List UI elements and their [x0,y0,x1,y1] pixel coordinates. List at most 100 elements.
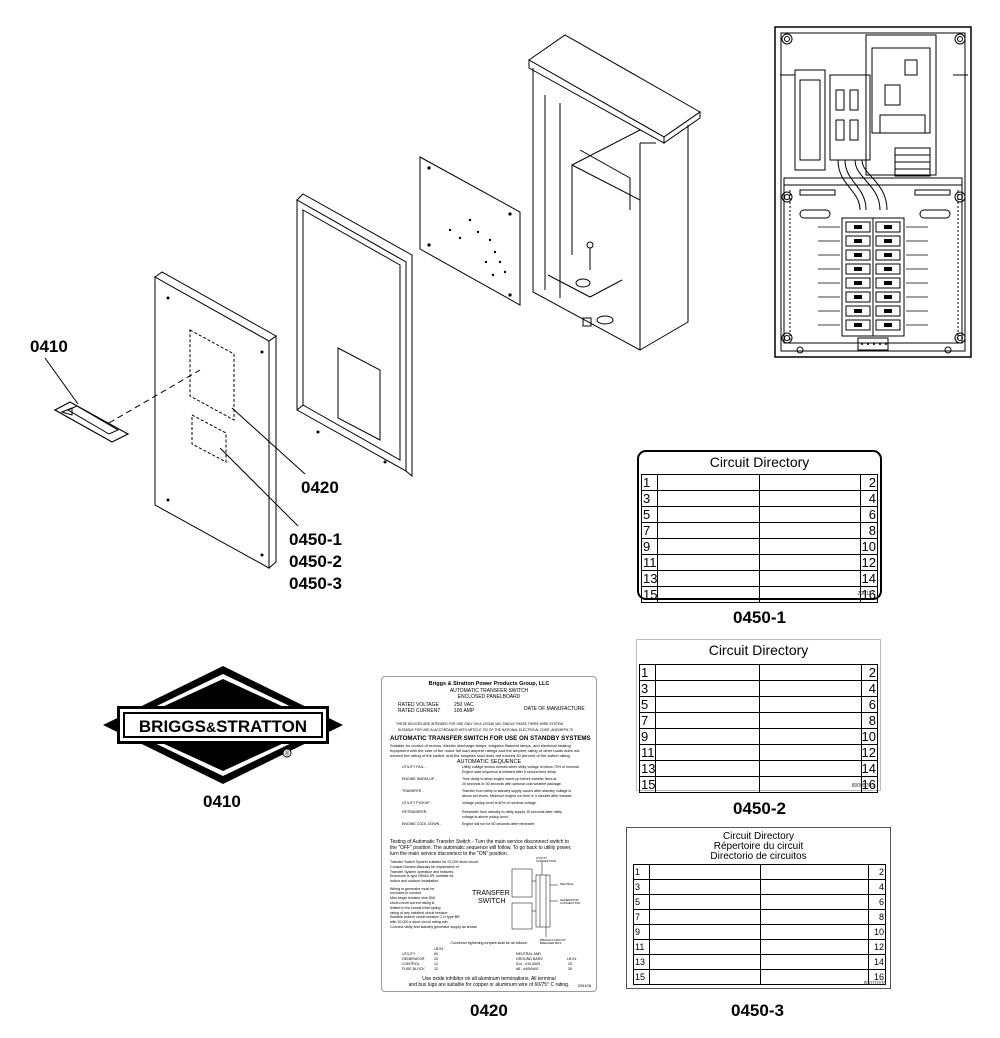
circuit-number-right: 10 [860,538,878,555]
circuit-number-right: 12 [860,554,878,571]
sequence-step-desc: Time delay to allow engine warm-up befor… [462,777,557,781]
registered-mark: ® [285,751,290,758]
circuit-desc-right [759,712,862,729]
circuit-desc-left [655,760,761,777]
circuit-desc-left [655,728,761,745]
logo-text-left: BRIGGS [139,717,206,736]
directory-title: Circuit Directory [708,642,809,658]
circuit-number-left: 15 [633,969,650,985]
circuit-number-right: 6 [868,894,886,910]
back-plate [419,156,521,306]
circuit-number-right: 12 [868,939,886,955]
circuit-number-right: 6 [860,696,879,713]
breaker-handle [854,309,862,313]
installation-note: Wiring to generator must be [390,886,435,891]
circuit-desc-right [758,522,862,539]
circuit-number-left: 9 [640,538,659,555]
circuit-number-right: 10 [868,924,886,940]
circuit-number-left: 3 [640,490,659,507]
torque-item: #14 - #10 AWG [516,962,541,966]
circuit-number-left: 1 [638,664,657,681]
circuit-number-left: 5 [638,696,657,713]
transfer-switch-label-1: TRANSFER [472,890,510,897]
circuit-number-left: 11 [638,744,657,761]
circuit-number-left: 15 [640,586,659,603]
callout-0420: 0420 [301,478,339,497]
testing-2: the "OFF" position. The automatic sequen… [390,845,572,851]
label-part-number: 205108 [577,983,591,988]
circuit-number-left: 5 [640,506,659,523]
installation-note: Enclosure is type NEMA 3R, suitable for [390,874,454,879]
circuit-desc-left [657,554,760,571]
circuit-number-left: 3 [633,879,650,895]
part-number: 80010108 [863,981,886,987]
rated-voltage-label: RATED VOLTAGE [398,702,439,708]
circuit-number-left: 1 [640,474,659,491]
callout-0410: 0410 [30,337,68,356]
circuit-number-right: 2 [860,474,878,491]
circuit-desc-left [648,924,762,940]
directory-title-es: Directorio de circuitos [710,851,807,862]
circuit-number-left: 3 [638,680,657,697]
breaker-handle [884,281,892,285]
breaker-handle [884,225,892,229]
sequence-step-key: TRANSFER - [402,789,424,793]
circuit-desc-left [657,506,760,523]
circuit-number-left: 15 [638,776,657,793]
circuit-desc-right [760,924,870,940]
circuit-number-right: 10 [860,728,879,745]
diagram-neutral: NEUTRAL [560,882,575,886]
installation-note: Transfer System operation and features. [390,869,455,874]
sequence-step-desc: Transfer from utility to standby supply … [462,789,572,793]
svg-text:BRIGGS&STRATTON: BRIGGS&STRATTON [139,717,307,736]
suitable-1: Suitable for control of motors, electric… [390,743,571,748]
breaker-handle [884,253,892,257]
circuit-number-right: 16 [868,969,886,985]
logo-ampersand: & [206,719,216,735]
sequence-step-key: ENGINE COOL DOWN - [402,822,442,826]
dead-front-frame [296,193,413,478]
breaker-handle [884,295,892,299]
circuit-desc-left [648,954,762,970]
caption-0450-3: 0450-3 [731,1001,784,1020]
circuit-number-right: 14 [860,760,879,777]
torque-value: 20 [434,957,438,961]
circuit-number-left: 11 [640,554,659,571]
torque-value: 60 [434,952,438,956]
caption-0450-1: 0450-1 [733,608,786,627]
enclosure-box [528,34,701,351]
torque-value: 12 [434,962,438,966]
front-cover [154,271,277,570]
breaker-handle [884,267,892,271]
sequence-step-desc: Engine will run for 60 seconds after ret… [462,822,536,826]
notice-1: THESE DEVICES ARE INTENDED FOR USE ONLY … [396,722,564,726]
breaker-handle [884,323,892,327]
date-of-manufacture: DATE OF MANUFACTURE [524,706,585,712]
sequence-step-key: UTILITY FAIL - [402,765,426,769]
circuit-desc-right [759,776,862,793]
circuit-desc-left [655,712,761,729]
callout-0450-3: 0450-3 [289,574,342,593]
sequence-step-key: UTILITY PICKUP - [402,801,432,805]
breaker-handle [854,253,862,257]
circuit-desc-right [758,586,862,603]
directory-title-en: Circuit Directory [722,831,795,842]
circuit-desc-left [648,879,762,895]
circuit-desc-left [648,894,762,910]
